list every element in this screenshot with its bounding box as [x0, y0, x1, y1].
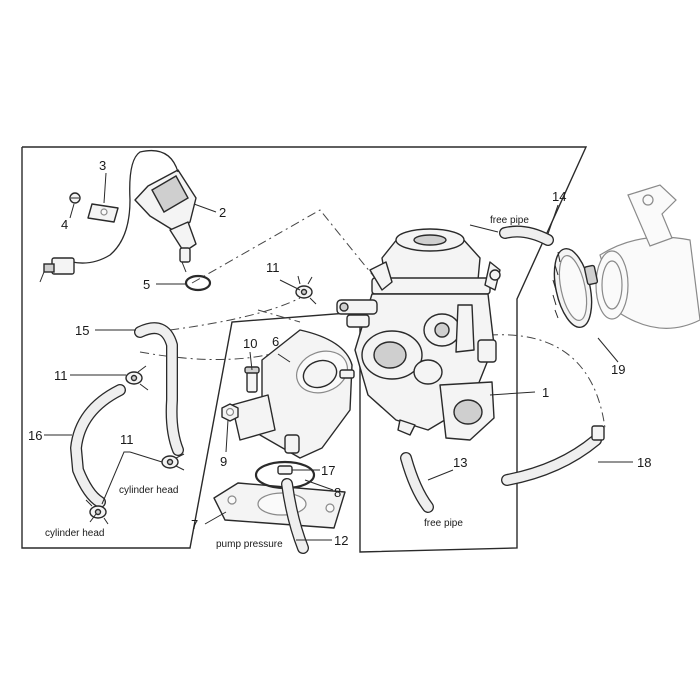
hose-clamp-19: [552, 248, 599, 328]
callout-14: 14: [552, 189, 566, 204]
label-free-pipe-top: free pipe: [490, 215, 529, 226]
washer-9: [221, 403, 239, 422]
callout-numbers: 1 2 3 4 5 6 7 8 9 10 11 11 11 11 12 13 1…: [28, 158, 651, 548]
callout-17: 17: [321, 463, 335, 478]
callout-7: 7: [191, 517, 198, 532]
hose-clip-11-top: [295, 275, 317, 305]
hose-15: [134, 322, 184, 456]
air-filter-sleeve: [595, 184, 700, 329]
hose-16: [70, 384, 126, 508]
callout-12: 12: [334, 533, 348, 548]
text-labels: free pipe free pipe cylinder head cylind…: [45, 215, 529, 550]
free-pipe-14: [499, 225, 554, 246]
assembly-lines: [139, 209, 606, 429]
screw-10: [244, 366, 260, 393]
intake-manifold-6: [231, 329, 355, 459]
auto-choke-2: [71, 149, 197, 273]
hose-clip-11-right: [161, 453, 185, 471]
callout-8: 8: [334, 485, 341, 500]
callout-11-mid: 11: [54, 368, 68, 383]
callout-10: 10: [243, 336, 257, 351]
hose-clip-11-mid: [125, 365, 149, 391]
hose-18: [501, 425, 605, 486]
callout-16: 16: [28, 428, 42, 443]
free-pipe-13: [400, 452, 434, 513]
screw-4: [69, 192, 81, 204]
label-free-pipe-bottom: free pipe: [424, 518, 463, 529]
callout-15: 15: [75, 323, 89, 338]
label-pump-pressure: pump pressure: [216, 539, 283, 550]
carburetor-body: [336, 228, 501, 441]
callout-11-top: 11: [266, 260, 280, 275]
callout-3: 3: [99, 158, 106, 173]
bracket-3: [87, 203, 119, 223]
leader-lines: [44, 172, 633, 541]
pump-pressure-hose-12: [281, 478, 309, 554]
hose-clip-17: [277, 465, 293, 475]
callout-5: 5: [143, 277, 150, 292]
callout-1: 1: [542, 385, 549, 400]
callout-13: 13: [453, 455, 467, 470]
o-ring-5: [184, 274, 212, 292]
gasket-7: [213, 482, 346, 529]
callout-9: 9: [220, 454, 227, 469]
callout-11-low: 11: [120, 432, 134, 447]
callout-4: 4: [61, 217, 68, 232]
callout-18: 18: [637, 455, 651, 470]
callout-6: 6: [272, 334, 279, 349]
callout-2: 2: [219, 205, 226, 220]
label-cylinder-head-left: cylinder head: [45, 528, 104, 539]
label-cylinder-head-right: cylinder head: [119, 485, 178, 496]
electrical-connector: [39, 257, 75, 283]
hose-clip-11-left: [85, 499, 109, 525]
callout-19: 19: [611, 362, 625, 377]
